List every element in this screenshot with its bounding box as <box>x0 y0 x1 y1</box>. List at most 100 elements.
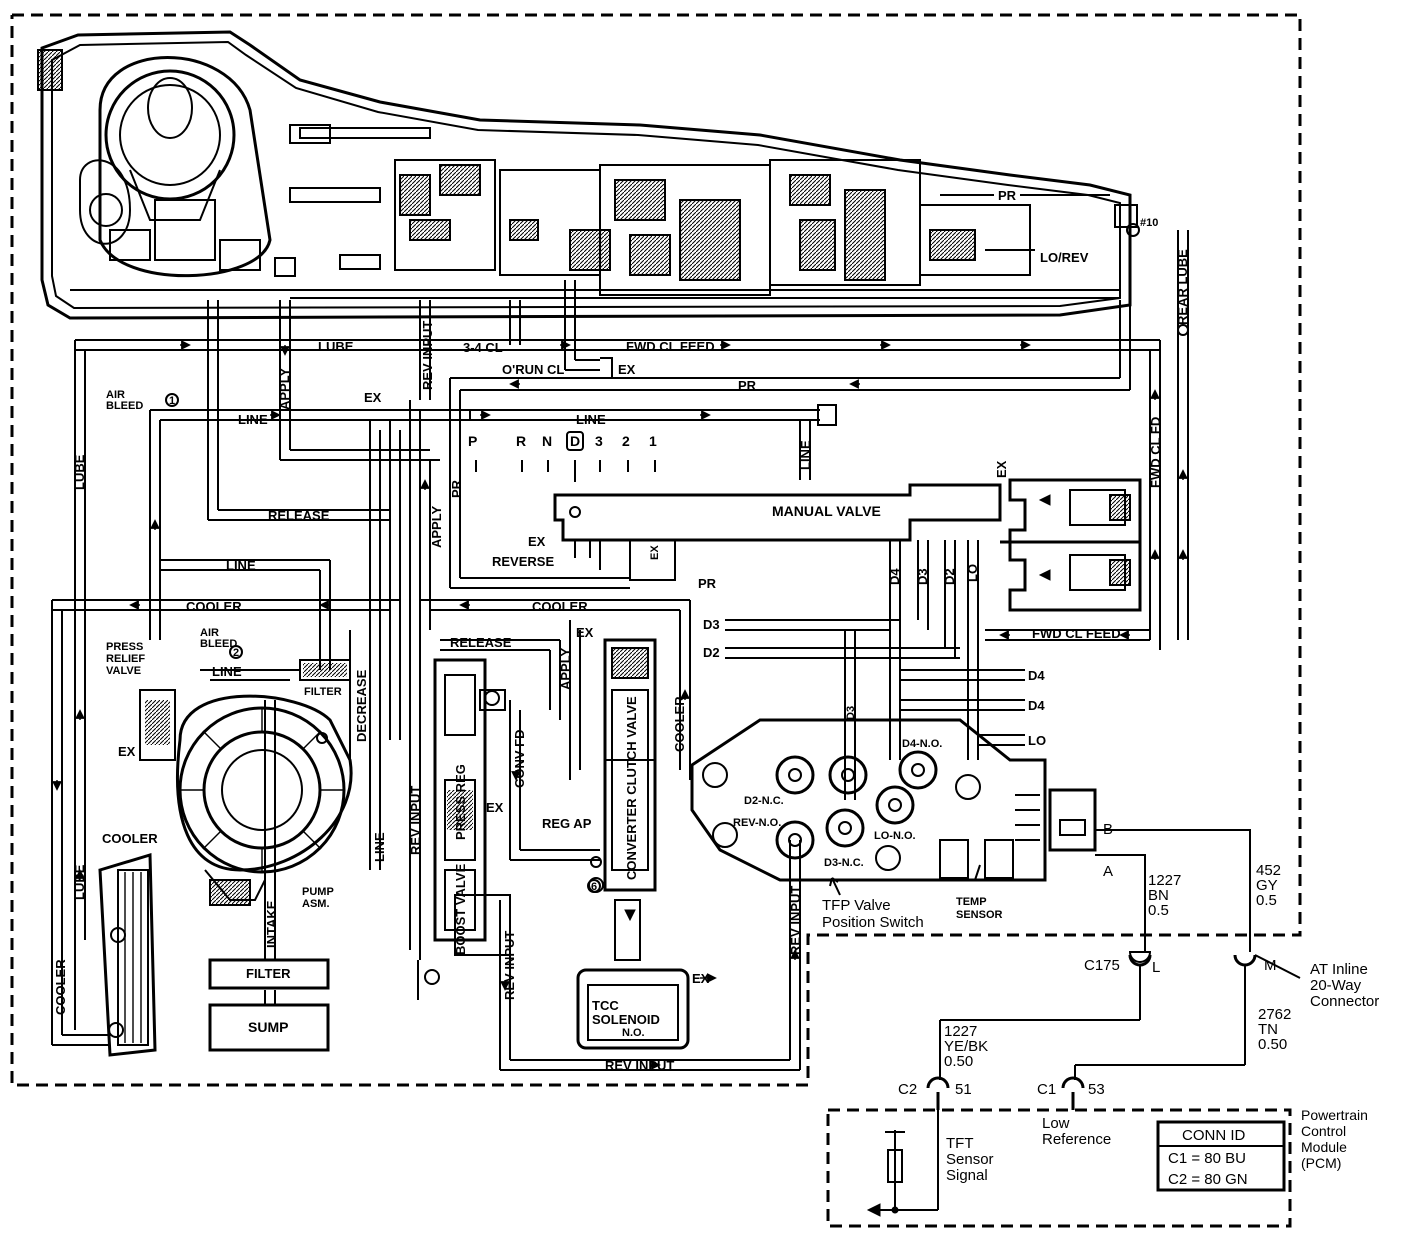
c1-label: C1 <box>1037 1081 1056 1098</box>
solenoid-no-label: N.O. <box>622 1027 645 1039</box>
reg-ap-label: REG AP <box>542 816 592 831</box>
fwd-cl-feed-label: FWD CL FEED <box>626 339 715 354</box>
cooler-tcc-label: COOLER <box>672 696 687 752</box>
lo-rev-label: LO/REV <box>1040 250 1089 265</box>
lube-left-label: LUBE <box>72 454 87 490</box>
apply-top-label: APPLY <box>277 368 292 410</box>
cooler-vertical-label: COOLER <box>53 959 68 1015</box>
manual-valve <box>475 431 1002 581</box>
press-relief-valve <box>139 689 176 761</box>
d3-h-label: D3 <box>703 617 720 632</box>
conn-id-c1: C1 = 80 BU <box>1168 1150 1246 1167</box>
conn-id-table <box>1156 1120 1286 1192</box>
cl-34-label: 3-4 CL <box>463 340 503 355</box>
reverse-label: REVERSE <box>492 554 554 569</box>
converter-clutch-valve <box>588 638 657 961</box>
sump-box <box>208 1003 330 1052</box>
lo-right-label: LO <box>1028 733 1046 748</box>
lo-no-label: LO-N.O. <box>874 830 916 842</box>
rev-input-bottom-label: REV INPUT <box>605 1058 674 1073</box>
gear-3: 3 <box>595 433 603 449</box>
pin-a-label: A <box>1103 863 1113 880</box>
pr-top-label: PR <box>998 188 1017 203</box>
c2-label: C2 <box>898 1081 917 1098</box>
filter-box <box>208 958 330 990</box>
gear-r: R <box>516 433 526 449</box>
converter-clutch-valve-label: CONVERTER CLUTCH VALVE <box>624 696 639 880</box>
tfp-switch-body <box>690 718 1097 896</box>
tcc-solenoid <box>576 968 690 1050</box>
transmission-boundary <box>10 13 1302 1087</box>
lo-v-label: LO <box>965 564 980 582</box>
ex-right-label: EX <box>994 460 1009 478</box>
ex-press-reg-label: EX <box>486 800 504 815</box>
gear-d: D <box>570 433 580 449</box>
fwd-cl-fd-label: FWD CL FD <box>1148 417 1163 488</box>
pin-51-label: 51 <box>955 1081 972 1098</box>
d3-v-label: D3 <box>915 568 930 585</box>
accumulator-valve <box>1000 478 1142 612</box>
manual-valve-label: MANUAL VALVE <box>772 503 881 519</box>
line-left-label: LINE <box>226 558 256 573</box>
ex-tcc-label: EX <box>576 625 594 640</box>
sump-box-label: SUMP <box>248 1019 288 1035</box>
pressure-regulator-valve <box>417 658 511 1000</box>
release-mid-label: RELEASE <box>450 635 512 650</box>
c175-label: C175 <box>1084 957 1120 974</box>
filter-box-label: FILTER <box>246 966 291 981</box>
d3-tfp-label: D3 <box>845 706 857 720</box>
pump-assembly <box>176 694 353 906</box>
apply-mid-label: APPLY <box>429 506 444 548</box>
ex-manual-label: EX <box>649 545 661 560</box>
cooler-top-label: COOLER <box>186 599 242 614</box>
conv-fd-label: CONV FD <box>512 730 527 789</box>
d4-v-label: D4 <box>887 568 902 585</box>
pr-mid-label: PR <box>738 378 757 393</box>
filter-small-label: FILTER <box>304 686 342 698</box>
cooler-label: COOLER <box>102 831 158 846</box>
d3-nc-label: D3-N.C. <box>824 857 864 869</box>
pr-reverse-label: PR <box>698 576 717 591</box>
d4-right-1-label: D4 <box>1028 668 1045 683</box>
transmission-case <box>37 30 1140 320</box>
d2-nc-label: D2-N.C. <box>744 795 784 807</box>
ex-reverse-label: EX <box>528 534 546 549</box>
pcm-boundary <box>826 1108 1292 1228</box>
rev-no-label: REV-N.O. <box>733 817 781 829</box>
circle-1-label: 1 <box>169 395 175 407</box>
circle-2-label: 2 <box>233 647 239 659</box>
gear-2: 2 <box>622 433 630 449</box>
hydraulic-lines <box>51 280 1161 1071</box>
decrease-label: DECREASE <box>354 669 369 742</box>
line-vertical-label: LINE <box>798 440 813 470</box>
check-ball-10-label: #10 <box>1140 217 1158 229</box>
d4-right-2-label: D4 <box>1028 698 1045 713</box>
filter-small <box>299 659 351 681</box>
rev-input-right-label: REV INPUT <box>788 886 803 955</box>
line-mid-label: LINE <box>576 412 606 427</box>
fwd-cl-feed-low-label: FWD CL FEED <box>1032 626 1121 641</box>
ex-solenoid-label: EX <box>692 971 710 986</box>
ex-top-label: EX <box>364 390 382 405</box>
line-top-label: LINE <box>238 412 268 427</box>
gear-n: N <box>542 433 552 449</box>
rev-input-mid-label: REV INPUT <box>408 786 423 855</box>
ex-orun-label: EX <box>618 362 636 377</box>
pin-b-label: B <box>1103 821 1113 838</box>
gear-p: P <box>468 433 477 449</box>
ex-relief-label: EX <box>118 744 136 759</box>
rear-lube-label: REAR LUBE <box>1175 249 1190 325</box>
intake-label: INTAKE <box>264 900 279 948</box>
pin-53-label: 53 <box>1088 1081 1105 1098</box>
release-top-label: RELEASE <box>268 508 330 523</box>
